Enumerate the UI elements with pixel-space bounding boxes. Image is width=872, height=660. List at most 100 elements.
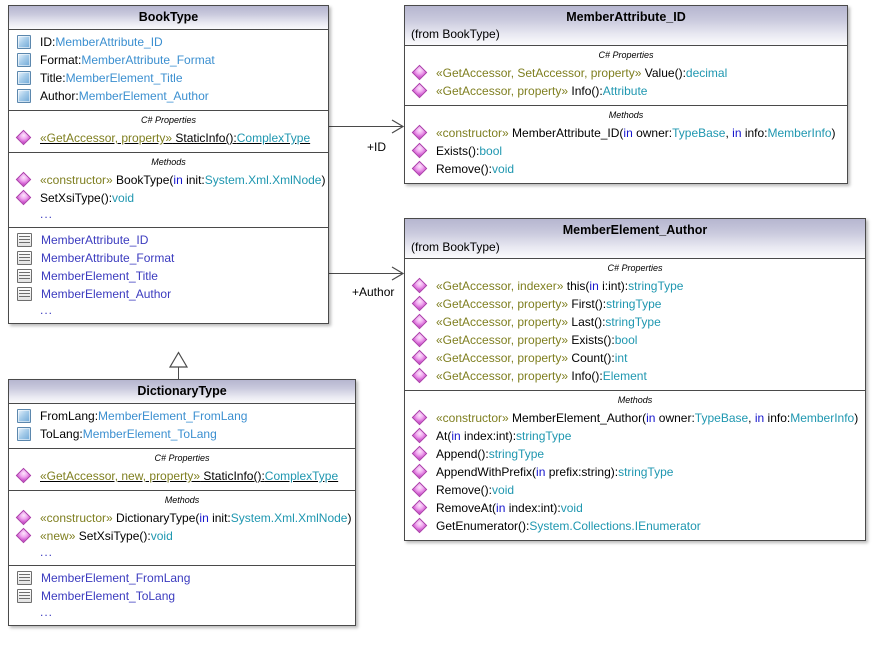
attribute-row[interactable]: ToLang:MemberElement_ToLang [9,425,355,443]
operation-icon [17,191,31,205]
return-type: void [492,162,514,176]
class-memberelement-author-header: MemberElement_Author (from BookType) [405,219,865,259]
stereotype: «GetAccessor, property» [436,315,568,329]
nested-class-icon [17,233,32,247]
attribute-row[interactable]: FromLang:MemberElement_FromLang [9,407,355,425]
property-row[interactable]: «GetAccessor, indexer» this(in i:int):st… [405,277,865,295]
compartment-label: C# Properties [405,263,865,274]
class-memberelement-author[interactable]: MemberElement_Author (from BookType) C# … [404,218,866,541]
method-row[interactable]: RemoveAt(in index:int):void [405,499,865,517]
class-booktype-header: BookType [9,6,328,30]
param-type: TypeBase [672,126,725,140]
class-booktype[interactable]: BookType ID:MemberAttribute_ID Format:Me… [8,5,329,324]
class-dictionarytype[interactable]: DictionaryType FromLang:MemberElement_Fr… [8,379,356,626]
compartment-label: C# Properties [405,50,847,61]
property-row[interactable]: «GetAccessor, new, property» StaticInfo(… [9,467,355,485]
property-row[interactable]: «GetAccessor, property» Exists():bool [405,331,865,349]
param-name: index:int): [505,501,560,515]
class-dictionarytype-properties-compartment: C# Properties «GetAccessor, new, propert… [9,449,355,491]
class-memberelement-author-namespace: (from BookType) [411,238,859,255]
nested-class-row[interactable]: MemberElement_Title [9,267,328,285]
more-indicator[interactable]: ... [9,207,328,222]
attribute-icon [17,409,31,423]
property-row[interactable]: «GetAccessor, property» Info():Attribute [405,82,847,100]
property-row[interactable]: «GetAccessor, property» Info():Element [405,367,865,385]
attribute-row[interactable]: ID:MemberAttribute_ID [9,33,328,51]
member-name: At( [436,429,451,443]
paren: ) [854,411,858,425]
property-row[interactable]: «GetAccessor, property» Last():stringTyp… [405,313,865,331]
method-row[interactable]: GetEnumerator():System.Collections.IEnum… [405,517,865,535]
operation-icon [413,297,427,311]
nested-class-icon [17,269,32,283]
more-indicator[interactable]: ... [9,545,355,560]
attribute-row[interactable]: Title:MemberElement_Title [9,69,328,87]
more-indicator[interactable]: ... [9,303,328,318]
nested-class-row[interactable]: MemberElement_ToLang [9,587,355,605]
member-name: Remove(): [436,162,492,176]
operation-icon [413,519,427,533]
member-name: Append(): [436,447,489,461]
return-type: int [615,351,628,365]
operation-icon [413,126,427,140]
return-type: System.Collections.IEnumerator [529,519,700,533]
attribute-name: ID: [40,35,55,49]
return-type: stringType [516,429,571,443]
paren: ) [321,173,325,187]
class-memberattribute-id[interactable]: MemberAttribute_ID (from BookType) C# Pr… [404,5,848,184]
operation-icon [413,411,427,425]
compartment-label: Methods [405,395,865,406]
class-memberattribute-id-header: MemberAttribute_ID (from BookType) [405,6,847,46]
stereotype: «GetAccessor, SetAccessor, property» [436,66,641,80]
method-row[interactable]: «constructor» BookType(in init:System.Xm… [9,171,328,189]
attribute-row[interactable]: Format:MemberAttribute_Format [9,51,328,69]
stereotype: «GetAccessor, property» [436,297,568,311]
property-row[interactable]: «GetAccessor, property» Count():int [405,349,865,367]
attribute-icon [17,35,31,49]
stereotype: «GetAccessor, new, property» [40,469,200,483]
property-row[interactable]: «GetAccessor, SetAccessor, property» Val… [405,64,847,82]
method-row[interactable]: AppendWithPrefix(in prefix:string):strin… [405,463,865,481]
method-row[interactable]: Remove():void [405,160,847,178]
method-row[interactable]: SetXsiType():void [9,189,328,207]
method-row[interactable]: «constructor» DictionaryType(in init:Sys… [9,509,355,527]
nested-class-row[interactable]: MemberAttribute_ID [9,231,328,249]
more-indicator[interactable]: ... [9,605,355,620]
method-row[interactable]: «new» SetXsiType():void [9,527,355,545]
direction-keyword: in [496,501,505,515]
member-name: DictionaryType( [113,511,200,525]
method-row[interactable]: Exists():bool [405,142,847,160]
nested-class-row[interactable]: MemberElement_FromLang [9,569,355,587]
method-row[interactable]: «constructor» MemberElement_Author(in ow… [405,409,865,427]
attribute-name: Title: [40,71,66,85]
method-row[interactable]: Append():stringType [405,445,865,463]
operation-icon [413,162,427,176]
class-booktype-attributes-compartment: ID:MemberAttribute_ID Format:MemberAttri… [9,30,328,111]
member-name: MemberAttribute_ID( [509,126,624,140]
paren: ) [832,126,836,140]
member-name: SetXsiType(): [40,191,112,205]
param-type: System.Xml.XmlNode [231,511,348,525]
attribute-icon [17,53,31,67]
method-row[interactable]: «constructor» MemberAttribute_ID(in owne… [405,124,847,142]
class-memberelement-author-properties-compartment: C# Properties «GetAccessor, indexer» thi… [405,259,865,391]
property-row[interactable]: «GetAccessor, property» StaticInfo():Com… [9,129,328,147]
attribute-name: FromLang: [40,409,98,423]
member-name: Last(): [568,315,605,329]
operation-icon [413,447,427,461]
direction-keyword: in [623,126,632,140]
nested-class-row[interactable]: MemberAttribute_Format [9,249,328,267]
stereotype: «GetAccessor, property» [436,333,568,347]
attribute-row[interactable]: Author:MemberElement_Author [9,87,328,105]
property-row[interactable]: «GetAccessor, property» First():stringTy… [405,295,865,313]
nested-class-row[interactable]: MemberElement_Author [9,285,328,303]
class-memberattribute-id-properties-compartment: C# Properties «GetAccessor, SetAccessor,… [405,46,847,106]
attribute-type: MemberAttribute_Format [81,53,214,67]
class-dictionarytype-header: DictionaryType [9,380,355,404]
method-row[interactable]: Remove():void [405,481,865,499]
nested-class-name: MemberElement_Title [41,268,158,284]
nested-class-name: MemberElement_Author [41,286,171,302]
nested-class-icon [17,589,32,603]
member-name: Info(): [568,84,603,98]
method-row[interactable]: At(in index:int):stringType [405,427,865,445]
